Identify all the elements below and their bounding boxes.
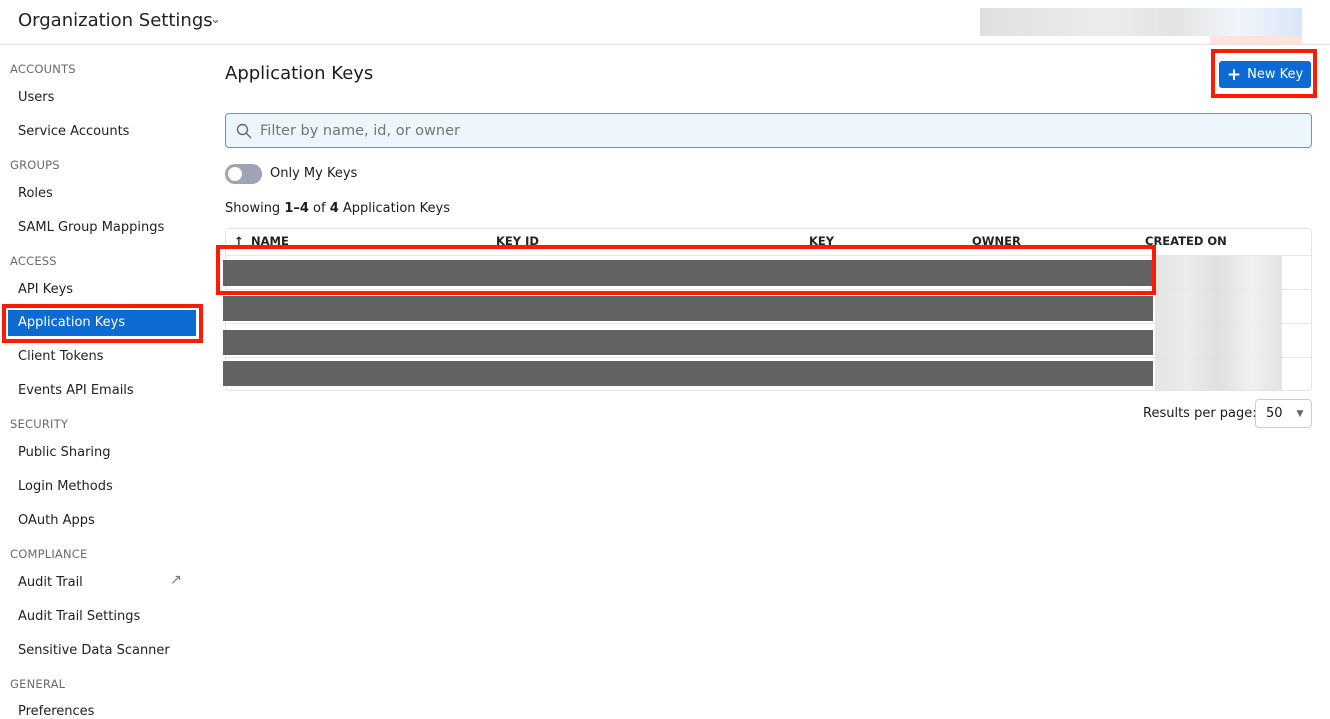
chevron-down-icon[interactable]: ⌄ <box>210 12 221 27</box>
sidebar-item-oauth-apps[interactable]: OAuth Apps <box>18 513 95 528</box>
top-header <box>0 0 1330 45</box>
row-divider <box>225 323 1312 324</box>
new-key-label: New Key <box>1247 67 1304 82</box>
sidebar-item-preferences[interactable]: Preferences <box>18 704 95 719</box>
row-divider <box>225 289 1312 290</box>
showing-prefix: Showing <box>225 201 285 216</box>
external-link-icon[interactable]: ↗ <box>170 572 182 588</box>
new-key-button[interactable]: + New Key <box>1219 61 1311 88</box>
column-created-on[interactable]: CREATED ON <box>1145 234 1227 248</box>
column-key-id[interactable]: KEY ID <box>496 234 539 248</box>
column-owner[interactable]: OWNER <box>972 234 1021 248</box>
showing-suffix: Application Keys <box>338 201 450 216</box>
redacted-user-info <box>980 8 1302 36</box>
page-title: Application Keys <box>225 63 374 84</box>
highlight-outline <box>1211 49 1317 98</box>
plus-icon: + <box>1226 64 1242 85</box>
only-my-keys-toggle[interactable] <box>225 164 262 184</box>
results-per-page-value: 50 <box>1266 406 1283 421</box>
table-row-redacted[interactable] <box>223 330 1153 355</box>
highlight-outline <box>216 245 1156 295</box>
only-my-keys-label: Only My Keys <box>270 166 358 181</box>
results-per-page-select[interactable]: 50 ▼ <box>1255 399 1312 428</box>
results-per-page-label: Results per page: <box>1143 406 1257 421</box>
sidebar-item-sensitive-data-scanner[interactable]: Sensitive Data Scanner <box>18 643 170 658</box>
row-divider <box>225 357 1312 358</box>
row-divider <box>225 255 1312 256</box>
showing-of: of <box>308 201 330 216</box>
created-on-redacted <box>1155 256 1282 390</box>
search-icon <box>236 123 252 138</box>
showing-range: 1–4 <box>284 201 309 216</box>
section-groups: GROUPS <box>10 158 60 172</box>
filter-input[interactable] <box>260 122 1260 139</box>
sidebar-item-login-methods[interactable]: Login Methods <box>18 479 113 494</box>
redacted-user-info-accent <box>1210 36 1302 44</box>
sort-arrow-up-icon[interactable]: ↑ <box>234 234 244 248</box>
sidebar-item-audit-trail[interactable]: Audit Trail <box>18 575 83 590</box>
sidebar-item-audit-trail-settings[interactable]: Audit Trail Settings <box>18 609 141 624</box>
table-row-redacted[interactable] <box>223 260 1153 286</box>
sidebar-item-client-tokens[interactable]: Client Tokens <box>18 349 104 364</box>
sidebar-item-api-keys[interactable]: API Keys <box>18 282 74 297</box>
sidebar-item-users[interactable]: Users <box>18 90 55 105</box>
section-accounts: ACCOUNTS <box>10 62 76 76</box>
sidebar-item-roles[interactable]: Roles <box>18 186 53 201</box>
caret-down-icon: ▼ <box>1296 408 1304 419</box>
filter-search-box[interactable] <box>225 113 1312 148</box>
section-access: ACCESS <box>10 254 57 268</box>
section-general: GENERAL <box>10 677 66 691</box>
section-compliance: COMPLIANCE <box>10 547 88 561</box>
sidebar-item-saml-group-mappings[interactable]: SAML Group Mappings <box>18 220 165 235</box>
toggle-knob <box>228 167 242 181</box>
sidebar-item-events-api-emails[interactable]: Events API Emails <box>18 383 134 398</box>
sidebar-item-public-sharing[interactable]: Public Sharing <box>18 445 111 460</box>
table-row-redacted[interactable] <box>223 296 1153 321</box>
section-security: SECURITY <box>10 417 69 431</box>
column-name[interactable]: NAME <box>251 234 289 248</box>
showing-count: Showing 1–4 of 4 Application Keys <box>225 201 450 216</box>
showing-total: 4 <box>329 201 339 216</box>
org-settings-title[interactable]: Organization Settings <box>18 10 213 31</box>
column-key[interactable]: KEY <box>809 234 835 248</box>
table-row-redacted[interactable] <box>223 361 1153 386</box>
highlight-outline <box>2 304 203 343</box>
sidebar-item-service-accounts[interactable]: Service Accounts <box>18 124 130 139</box>
sidebar-item-application-keys[interactable]: Application Keys <box>8 310 196 336</box>
